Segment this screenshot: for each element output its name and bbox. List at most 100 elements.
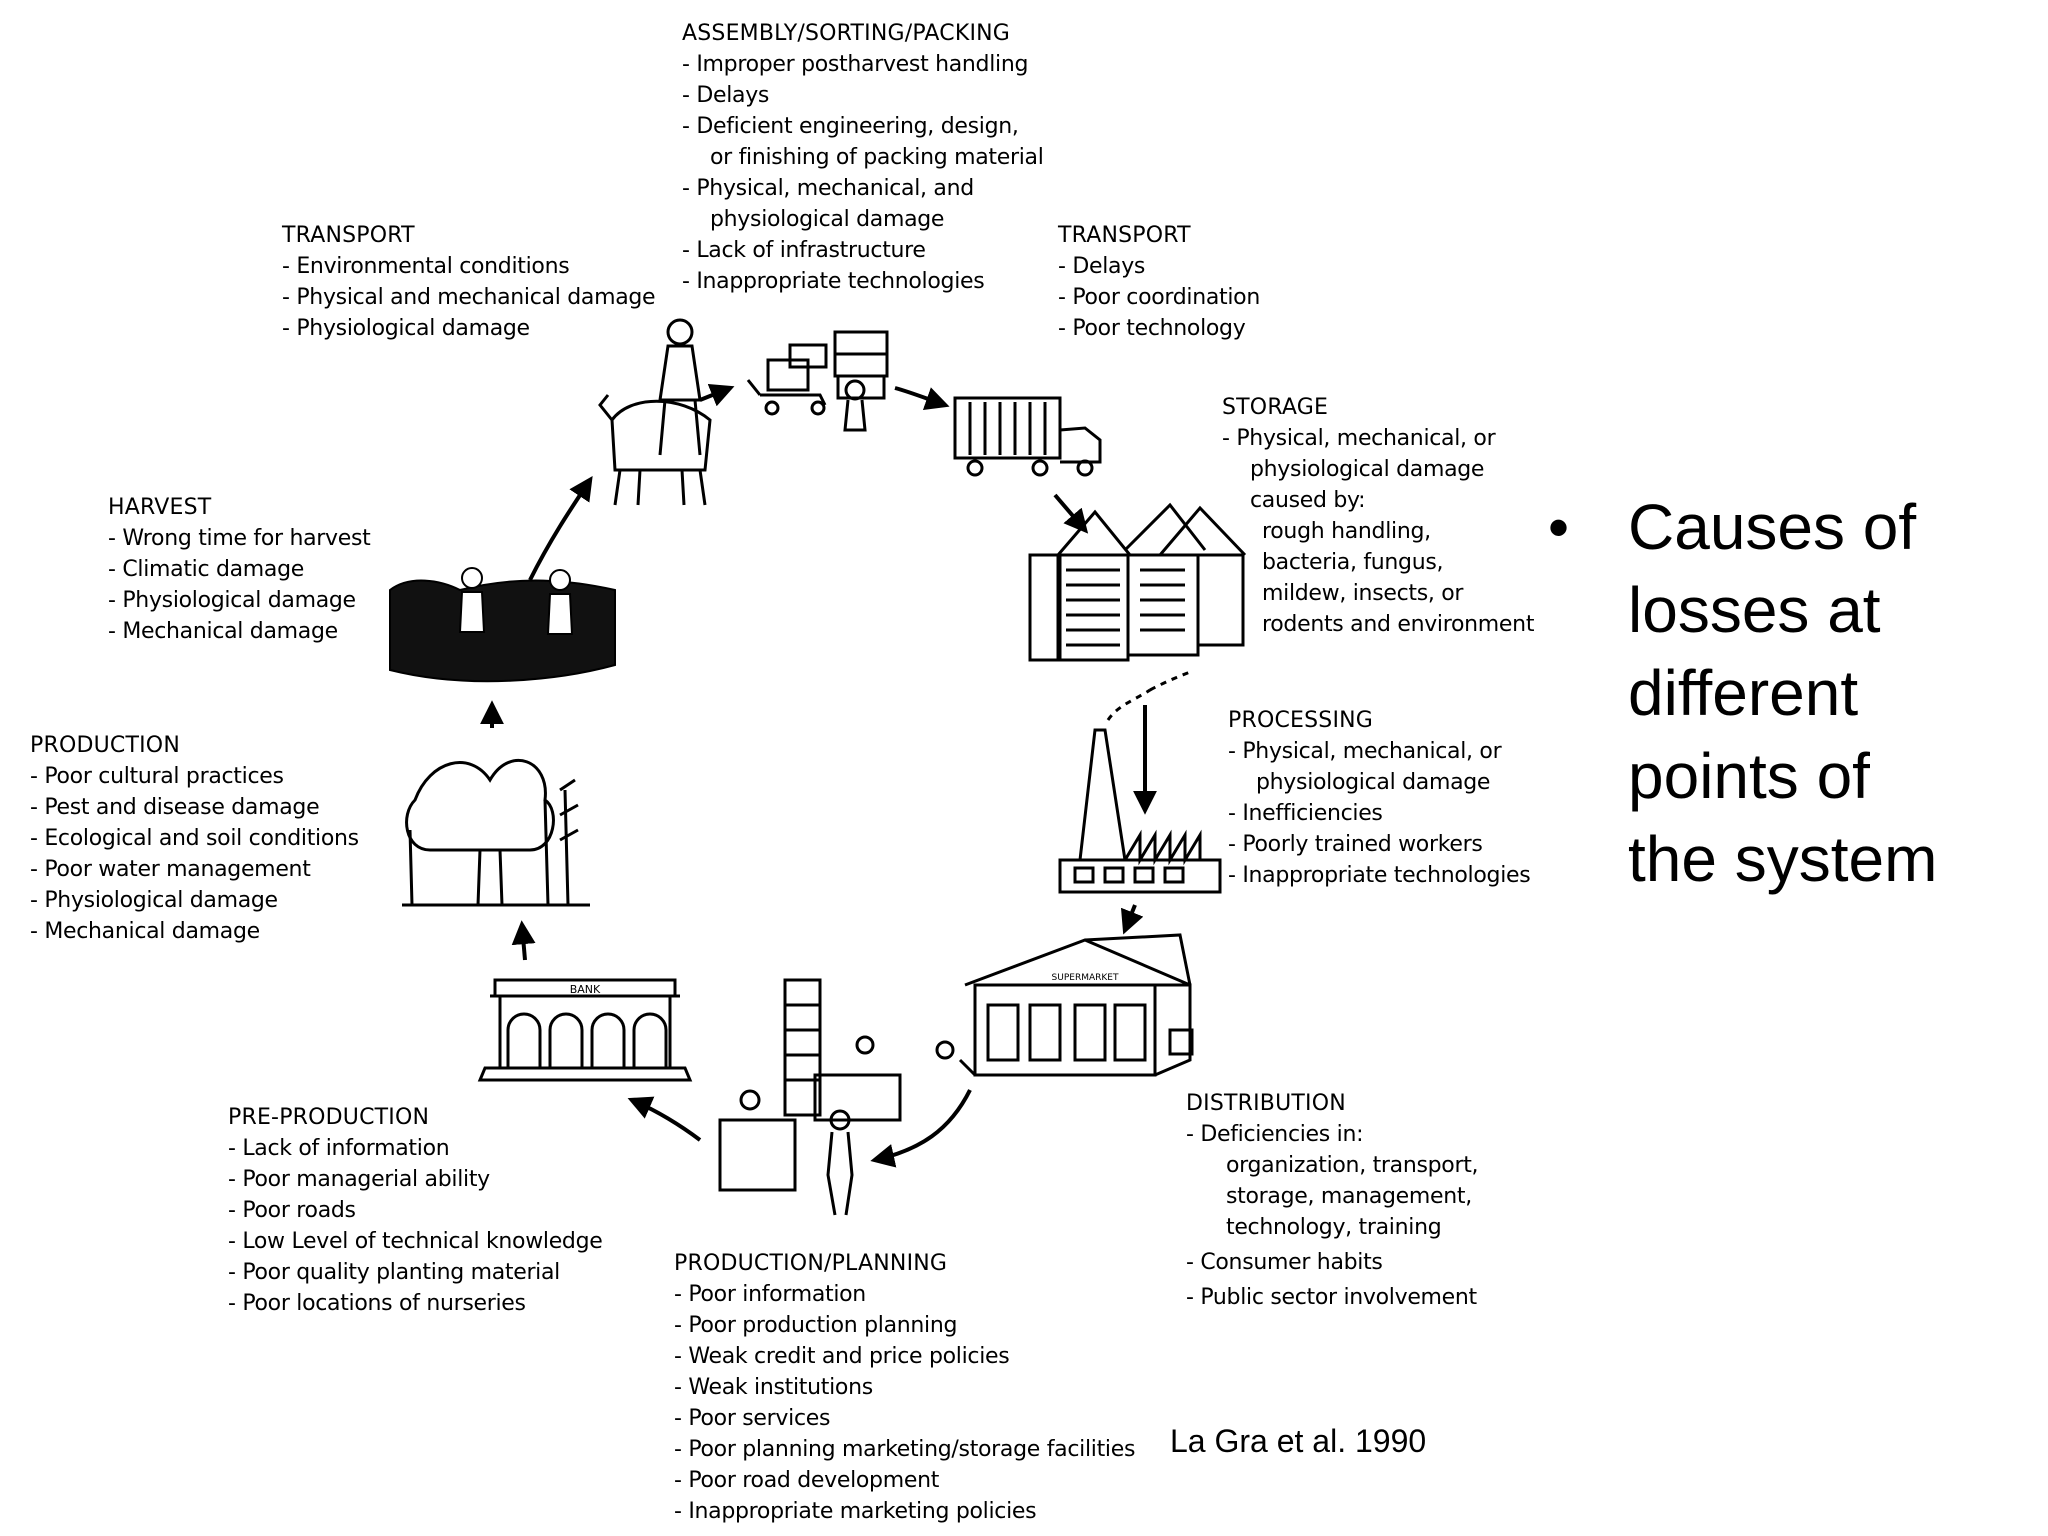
arrow-bank-to-production [511, 920, 536, 961]
production-item: - Ecological and soil conditions [30, 826, 359, 851]
storage-item: mildew, insects, or [1262, 581, 1464, 606]
cycle-arrows [480, 383, 1157, 1168]
assembly-item: - Improper postharvest handling [682, 52, 1029, 77]
storage-block: STORAGE - Physical, mechanical, or physi… [1222, 392, 1534, 640]
storage-item: rough handling, [1262, 519, 1431, 544]
assembly-item: physiological damage [710, 207, 945, 232]
distribution-item: - Public sector involvement [1186, 1285, 1477, 1310]
production-planning-title: PRODUCTION/PLANNING [674, 1251, 948, 1276]
arrow-transport-to-storage [1053, 493, 1089, 534]
storage-item: caused by: [1250, 488, 1366, 513]
transport-left-illustration [598, 318, 712, 506]
pre-production-block: PRE-PRODUCTION - Lack of information - P… [228, 1102, 603, 1319]
truck-illustration [953, 396, 1102, 477]
production-planning-item: - Poor services [674, 1406, 831, 1431]
distribution-title: DISTRIBUTION [1186, 1091, 1346, 1116]
supermarket-illustration [935, 933, 1194, 1077]
bullet-symbol: • [1548, 494, 1570, 561]
assembly-item: - Delays [682, 83, 770, 108]
arrow-assembly-to-transport [894, 386, 950, 410]
transport-left-block: TRANSPORT - Environmental conditions - P… [282, 220, 656, 344]
production-planning-block: PRODUCTION/PLANNING - Poor information -… [674, 1248, 1135, 1527]
processing-item: physiological damage [1256, 770, 1491, 795]
production-planning-item: - Weak credit and price policies [674, 1344, 1010, 1369]
distribution-item: organization, transport, [1226, 1153, 1479, 1178]
assembly-title: ASSEMBLY/SORTING/PACKING [682, 21, 1011, 46]
storage-item: physiological damage [1250, 457, 1485, 482]
processing-item: - Physical, mechanical, or [1228, 739, 1502, 764]
arrow-harvest-to-transport [528, 476, 593, 581]
transport-left-title: TRANSPORT [282, 223, 415, 248]
processing-block: PROCESSING - Physical, mechanical, or ph… [1228, 705, 1531, 891]
production-planning-item: - Inappropriate marketing policies [674, 1499, 1037, 1524]
production-planning-item: - Weak institutions [674, 1375, 873, 1400]
arrow-processing-to-distribution [1120, 904, 1144, 935]
pre-production-title: PRE-PRODUCTION [228, 1105, 430, 1130]
distribution-item: storage, management, [1226, 1184, 1472, 1209]
transport-right-item: - Delays [1058, 254, 1146, 279]
arrow-transport-to-assembly [699, 383, 735, 407]
transport-right-item: - Poor technology [1058, 316, 1246, 341]
harvest-item: - Mechanical damage [108, 619, 338, 644]
bank-illustration [477, 978, 693, 1082]
transport-left-item: - Physiological damage [282, 316, 530, 341]
assembly-item: or finishing of packing material [710, 145, 1044, 170]
arrow-planning-to-preproduction [627, 1096, 702, 1142]
production-title: PRODUCTION [30, 733, 180, 758]
processing-item: - Inappropriate technologies [1228, 863, 1531, 888]
assembly-illustration [746, 330, 889, 432]
processing-illustration [1058, 670, 1222, 894]
distribution-item: - Consumer habits [1186, 1250, 1383, 1275]
processing-item: - Poorly trained workers [1228, 832, 1483, 857]
harvest-title: HARVEST [108, 495, 212, 520]
distribution-item: - Deficiencies in: [1186, 1122, 1364, 1147]
harvest-item: - Wrong time for harvest [108, 526, 371, 551]
storage-item: - Physical, mechanical, or [1222, 426, 1496, 451]
pre-production-item: - Poor quality planting material [228, 1260, 560, 1285]
assembly-item: - Deficient engineering, design, [682, 114, 1019, 139]
bullet-text: Causes of losses at different points of … [1628, 491, 1938, 895]
production-planning-item: - Poor information [674, 1282, 866, 1307]
transport-right-item: - Poor coordination [1058, 285, 1260, 310]
pre-production-item: - Poor roads [228, 1198, 356, 1223]
production-planning-item: - Poor road development [674, 1468, 940, 1493]
planning-office-illustration [718, 978, 902, 1216]
production-item: - Mechanical damage [30, 919, 260, 944]
supermarket-sign: SUPERMARKET [1052, 973, 1119, 983]
citation: La Gra et al. 1990 [1170, 1423, 1427, 1459]
harvest-item: - Physiological damage [108, 588, 356, 613]
production-item: - Physiological damage [30, 888, 278, 913]
pre-production-item: - Lack of information [228, 1136, 450, 1161]
bank-sign: BANK [570, 983, 601, 996]
harvest-illustration [389, 567, 616, 683]
pre-production-item: - Poor managerial ability [228, 1167, 490, 1192]
production-block: PRODUCTION - Poor cultural practices - P… [30, 730, 359, 947]
harvest-block: HARVEST - Wrong time for harvest - Clima… [108, 492, 371, 647]
transport-right-title: TRANSPORT [1058, 223, 1191, 248]
assembly-block: ASSEMBLY/SORTING/PACKING - Improper post… [682, 18, 1044, 297]
assembly-item: - Physical, mechanical, and [682, 176, 974, 201]
assembly-item: - Lack of infrastructure [682, 238, 926, 263]
production-illustration [402, 758, 590, 907]
pre-production-item: - Poor locations of nurseries [228, 1291, 526, 1316]
arrow-distribution-to-planning [870, 1089, 972, 1168]
storage-title: STORAGE [1222, 395, 1329, 420]
storage-item: bacteria, fungus, [1262, 550, 1444, 575]
production-item: - Poor water management [30, 857, 311, 882]
processing-title: PROCESSING [1228, 708, 1374, 733]
production-item: - Poor cultural practices [30, 764, 284, 789]
distribution-block: DISTRIBUTION - Deficiencies in: organiza… [1186, 1088, 1479, 1313]
transport-left-item: - Physical and mechanical damage [282, 285, 656, 310]
storage-illustration [1028, 502, 1247, 662]
transport-right-block: TRANSPORT - Delays - Poor coordination -… [1058, 220, 1260, 344]
transport-left-item: - Environmental conditions [282, 254, 570, 279]
production-planning-item: - Poor planning marketing/storage facili… [674, 1437, 1136, 1462]
production-planning-item: - Poor production planning [674, 1313, 958, 1338]
storage-item: rodents and environment [1262, 612, 1535, 637]
production-item: - Pest and disease damage [30, 795, 320, 820]
harvest-item: - Climatic damage [108, 557, 305, 582]
assembly-item: - Inappropriate technologies [682, 269, 985, 294]
distribution-item: technology, training [1226, 1215, 1442, 1240]
